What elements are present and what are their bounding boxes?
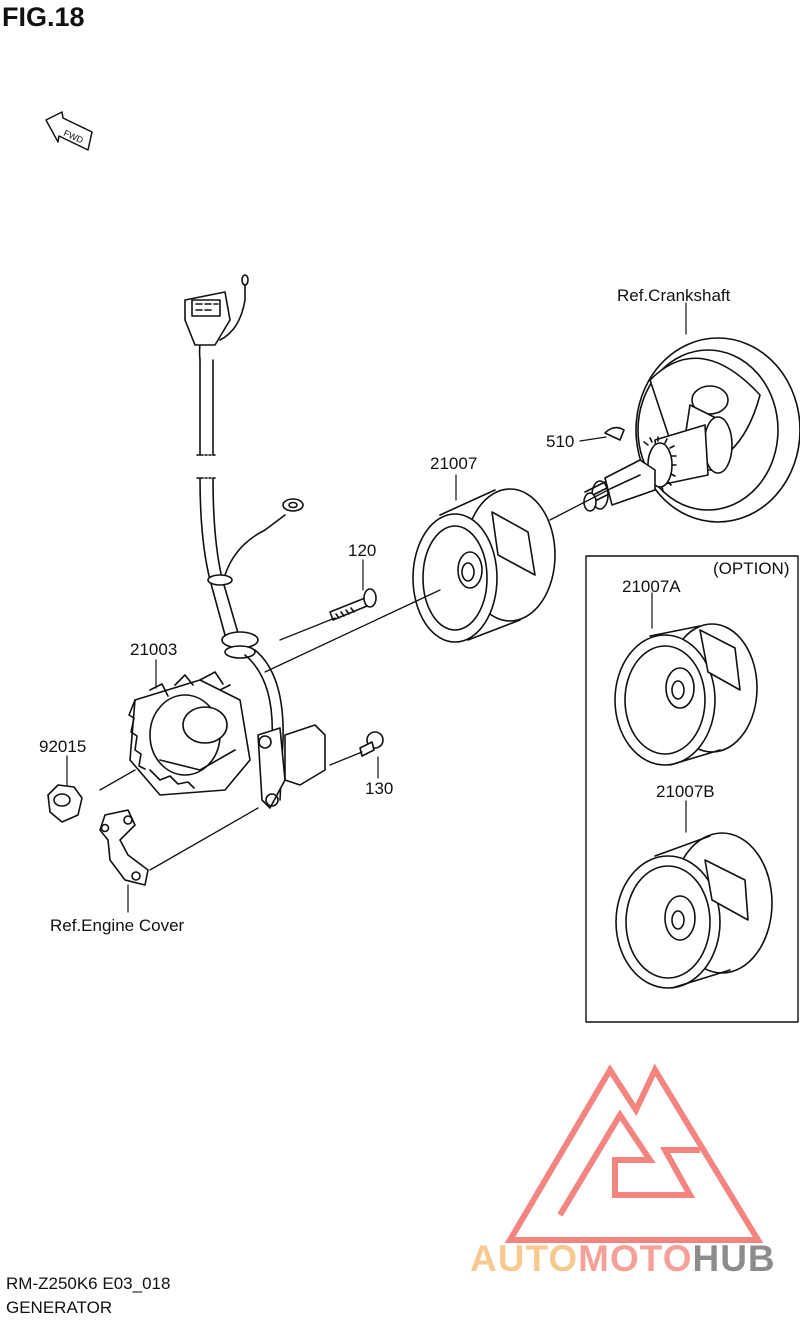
bolt-120 <box>329 588 377 621</box>
connector-plug <box>184 274 249 346</box>
pickup-coil <box>257 724 326 809</box>
label-92015: 92015 <box>39 737 87 756</box>
footer-section: GENERATOR <box>6 1298 113 1317</box>
flywheel-21007A <box>614 623 758 766</box>
label-option: (OPTION) <box>713 559 790 578</box>
woodruff-key-510 <box>604 426 625 441</box>
clamp-bracket <box>99 809 149 886</box>
brand-moto: MOTO <box>578 1238 693 1279</box>
label-21007: 21007 <box>430 454 478 473</box>
automotohub-watermark: AUTOMOTOHUB <box>470 1238 776 1280</box>
stator-21003 <box>128 671 251 796</box>
label-engine-cover: Ref.Engine Cover <box>50 916 185 935</box>
label-21007A: 21007A <box>622 577 681 596</box>
leader-lines <box>66 302 687 913</box>
flywheel-21007 <box>412 488 556 643</box>
footer-model-code: RM-Z250K6 E03_018 <box>6 1274 171 1293</box>
flywheel-21007B <box>615 832 773 989</box>
label-21003: 21003 <box>130 640 178 659</box>
figure-title: FIG.18 <box>2 2 85 32</box>
fwd-arrow-icon: FWD <box>45 111 93 151</box>
nut-92015 <box>47 784 83 823</box>
crankshaft-illustration <box>583 337 800 523</box>
brand-hub: HUB <box>692 1238 776 1279</box>
label-21007B: 21007B <box>656 782 715 801</box>
label-120: 120 <box>348 541 377 560</box>
label-130: 130 <box>365 779 394 798</box>
brand-auto: AUTO <box>470 1238 579 1279</box>
bolt-130 <box>359 731 384 757</box>
automotohub-logo-icon <box>504 1063 764 1243</box>
assembly-lines <box>99 487 613 871</box>
label-crankshaft: Ref.Crankshaft <box>617 286 731 305</box>
option-box <box>585 555 799 1023</box>
wire-harness <box>196 329 304 801</box>
label-510: 510 <box>546 432 575 451</box>
